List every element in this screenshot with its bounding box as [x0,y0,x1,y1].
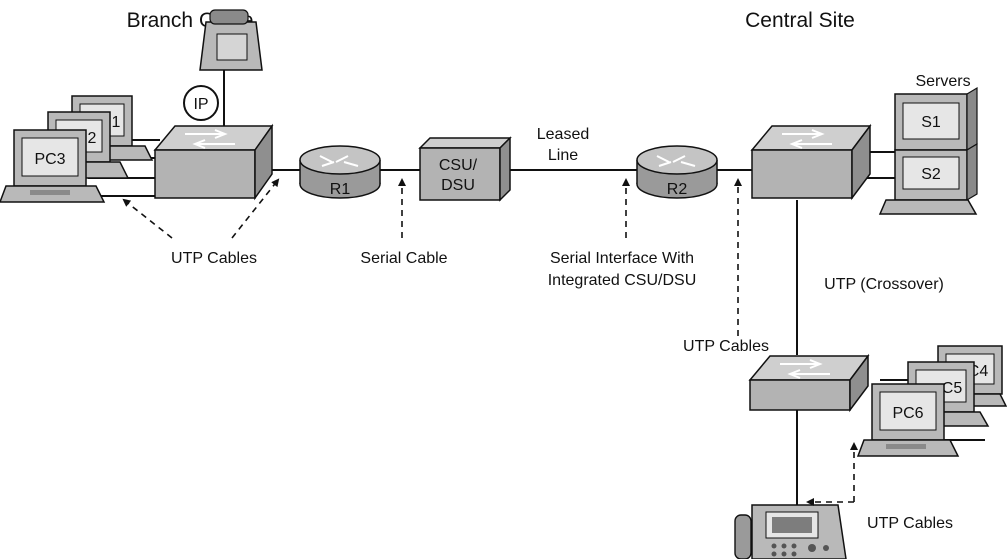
arrow-utp-branch-left [122,198,173,239]
utp-cables-central-caption: UTP Cables [683,338,769,355]
csu-label-line1: CSU/ [439,157,478,174]
r1-label: R1 [330,181,351,198]
serial-cable-caption: Serial Cable [360,250,447,267]
pc2-label: 2 [88,130,97,147]
s2-label: S2 [921,166,941,183]
server-s1: S1 [894,86,978,152]
pc3-label: PC3 [34,151,65,168]
csu-label-line2: DSU [441,177,475,194]
leased-line-caption-1: Leased [537,126,590,143]
leased-line-caption-2: Line [548,147,578,164]
csu-dsu-device: CSU/ DSU [418,136,512,202]
utp-crossover-caption: UTP (Crossover) [824,276,944,293]
central-pc-stack: C4 C5 PC6 [856,345,1007,457]
s1-label: S1 [921,114,941,131]
pc1-label: 1 [112,114,121,131]
r2-label: R2 [667,181,688,198]
ip-badge-label: IP [193,96,208,113]
lower-switch [748,353,870,413]
branch-pc-stack: 1 2 PC3 [0,95,154,203]
serial-interface-caption-2: Integrated CSU/DSU [548,272,697,289]
pc3-computer: PC3 [0,129,106,203]
servers-heading: Servers [915,73,970,90]
server-s2: S2 [878,142,978,215]
router-r1: R1 [299,145,381,199]
branch-ip-phone: IP [183,9,263,121]
router-r2: R2 [636,145,718,199]
arrow-utp-branch-right [231,178,280,239]
central-site-heading: Central Site [745,9,855,32]
pc5-label: C5 [942,380,963,397]
pc6-label: PC6 [892,405,923,422]
pointer-arrows [122,178,858,506]
utp-cables-branch-caption: UTP Cables [171,250,257,267]
utp-cables-phone-caption: UTP Cables [867,515,953,532]
branch-switch [153,123,274,201]
central-ip-phone [734,504,847,559]
serial-interface-caption-1: Serial Interface With [550,250,694,267]
pc6-computer: PC6 [856,383,960,457]
central-switch [750,123,872,201]
cables [88,70,985,515]
